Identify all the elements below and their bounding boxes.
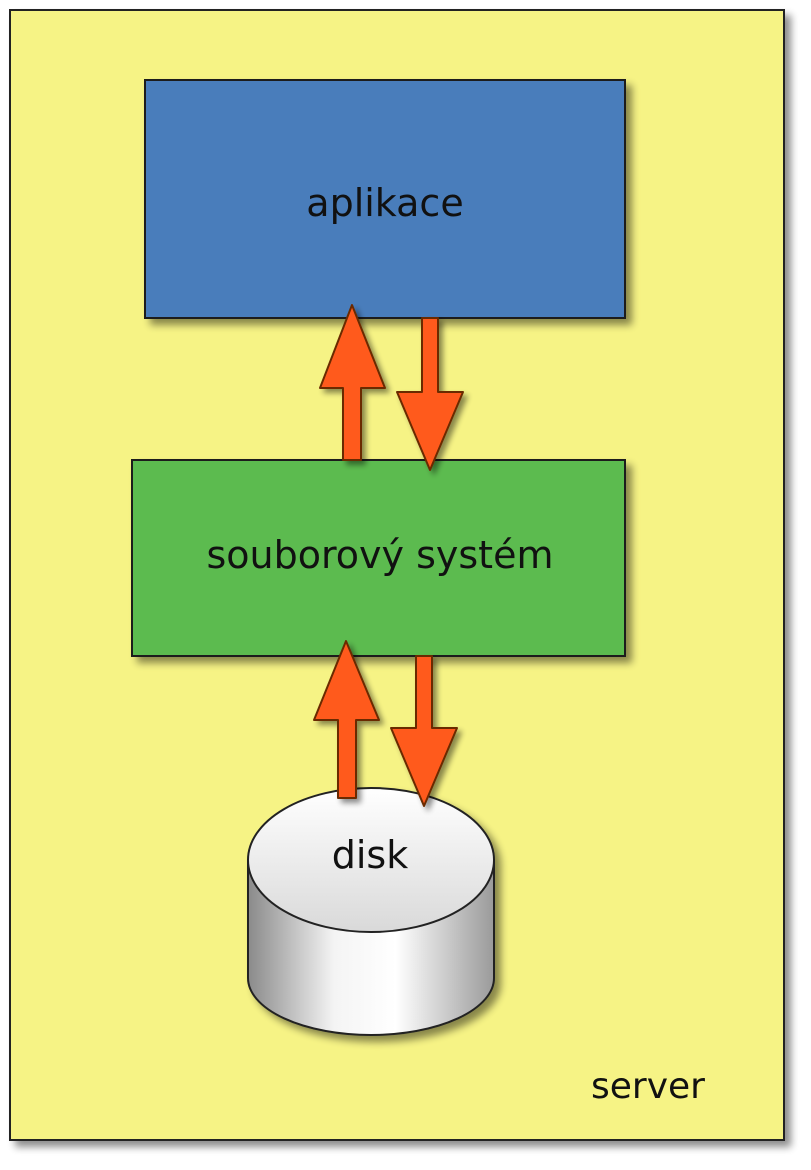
disk-cylinder [247,787,495,1036]
application-label: aplikace [306,181,463,225]
arrow-fs-to-app [319,304,386,461]
server-label: server [591,1066,705,1107]
file-system-box [131,459,626,657]
arrow-app-to-fs [396,317,464,471]
disk-top [247,787,495,933]
arrow-disk-to-fs [313,640,380,799]
arrow-fs-to-disk [390,655,458,807]
disk-label: disk [332,833,408,877]
file-system-label: souborový systém [207,533,554,577]
arrows-group [313,304,464,807]
application-box [144,79,626,319]
